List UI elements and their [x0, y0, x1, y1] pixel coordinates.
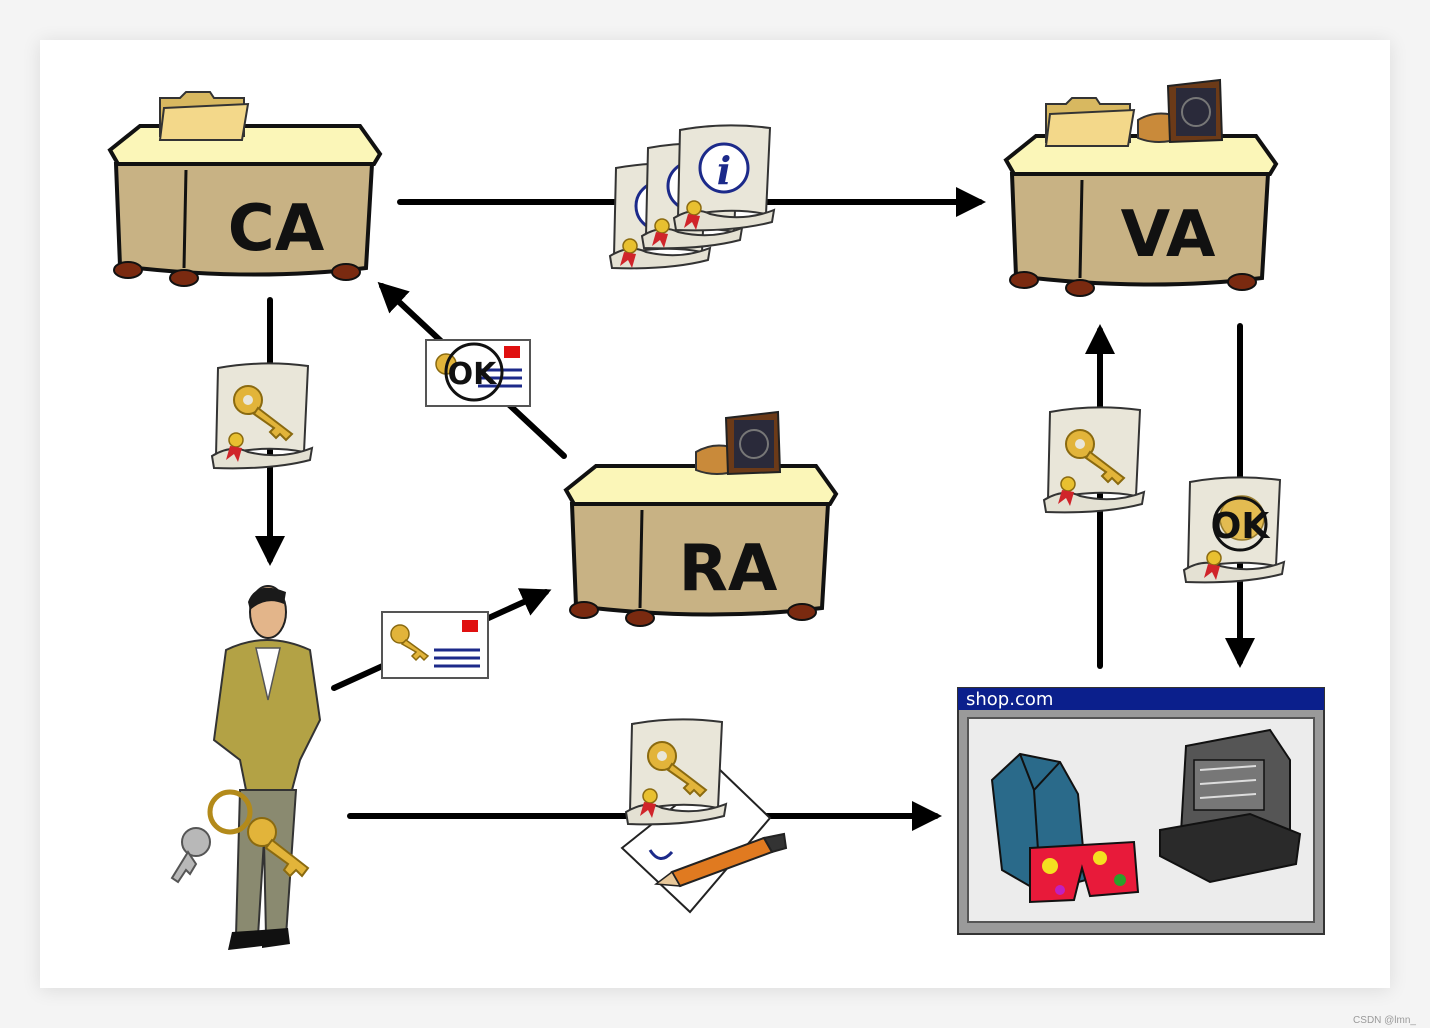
stamp-icon: [695, 411, 781, 475]
shop-title: shop.com: [966, 689, 1053, 710]
ok-certificate-text: OK: [1211, 506, 1271, 547]
info-scroll-stack: i: [608, 123, 776, 270]
key-certificate-shop-va: [1043, 406, 1145, 514]
watermark: CSDN @lmn_: [1353, 1015, 1416, 1026]
keys-icon: [170, 817, 310, 884]
shop-title-bar: [958, 688, 1324, 710]
ca-label: CA: [228, 192, 325, 266]
ra-desk: RA: [564, 411, 838, 628]
va-label: VA: [1121, 198, 1216, 272]
ok-stamp-text: OK: [448, 357, 499, 392]
ra-label: RA: [679, 532, 778, 606]
stamp-icon: [1137, 79, 1223, 143]
ok-envelope: OK: [425, 339, 531, 407]
va-desk: VA: [1004, 79, 1278, 298]
key-certificate-ca-user: [211, 362, 313, 470]
folder-icon: [159, 91, 249, 141]
cash-register-icon: [1159, 728, 1302, 884]
person-figure: [170, 585, 322, 950]
key-envelope: [380, 610, 490, 680]
shorts-icon: [1029, 840, 1140, 904]
info-icon: i: [717, 148, 731, 193]
signed-certificate: [620, 718, 788, 914]
ok-certificate: OK: [1182, 475, 1286, 584]
folder-icon: [1045, 97, 1135, 147]
ca-desk: CA: [108, 91, 382, 288]
shop-window: shop.com: [957, 687, 1325, 935]
pencil-icon: [653, 832, 788, 888]
